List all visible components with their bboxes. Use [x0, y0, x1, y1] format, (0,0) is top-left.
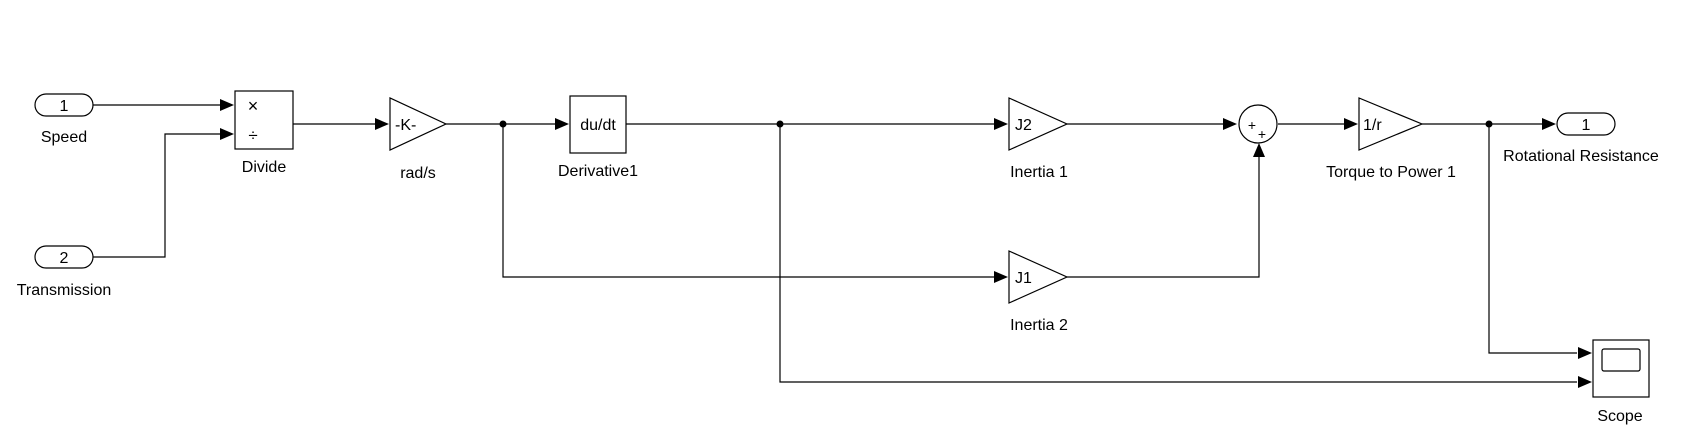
divide-block[interactable]: × ÷ Divide — [234, 90, 294, 176]
gain-shape — [1358, 97, 1424, 151]
gain-shape — [389, 97, 448, 151]
arrowhead — [220, 128, 234, 140]
inertia-shape — [1008, 97, 1069, 151]
arrowhead — [1542, 118, 1556, 130]
arrowhead — [994, 271, 1008, 283]
outport-label: Rotational Resistance — [1503, 148, 1659, 165]
outport-rotational-resistance[interactable]: 1 Rotational Resistance — [1503, 112, 1659, 165]
wire-transmission-to-divide[interactable] — [93, 133, 228, 258]
arrowhead — [375, 118, 389, 130]
torque-to-power-block[interactable]: 1/r Torque to Power 1 — [1326, 97, 1456, 181]
gain-rad-s-block[interactable]: -K- rad/s — [389, 97, 448, 182]
sum-shape — [1238, 104, 1278, 144]
inertia-label: Inertia 2 — [1010, 317, 1068, 334]
inertia-text: J2 — [1015, 117, 1032, 134]
inport-label: Transmission — [17, 282, 112, 299]
inertia-shape — [1008, 250, 1069, 304]
torque-label: Torque to Power 1 — [1326, 164, 1456, 181]
sum-block[interactable]: + + — [1238, 104, 1278, 144]
inport-speed[interactable]: 1 Speed — [34, 93, 94, 146]
arrowhead — [1578, 347, 1592, 359]
inport-label: Speed — [41, 129, 87, 146]
multiply-sign: × — [248, 96, 259, 116]
outport-shape — [1556, 112, 1616, 136]
gain-text: 1/r — [1363, 117, 1382, 134]
arrowhead — [1344, 118, 1358, 130]
inertia-2-block[interactable]: J1 Inertia 2 — [1008, 250, 1069, 334]
wire-inertia2-to-sum[interactable] — [1067, 148, 1260, 278]
sum-sign-left: + — [1248, 117, 1256, 133]
branch-point — [1485, 120, 1493, 128]
inport-number: 2 — [60, 250, 69, 267]
derivative-label: Derivative1 — [558, 163, 638, 180]
outport-number: 1 — [1582, 117, 1591, 134]
arrowhead — [994, 118, 1008, 130]
inertia-1-block[interactable]: J2 Inertia 1 — [1008, 97, 1069, 181]
arrowhead — [1578, 376, 1592, 388]
arrowhead — [555, 118, 569, 130]
gain-label: rad/s — [400, 165, 436, 182]
divide-sign: ÷ — [248, 126, 257, 145]
scope-label: Scope — [1597, 408, 1642, 425]
derivative-text: du/dt — [580, 117, 616, 134]
branch-point — [499, 120, 507, 128]
inertia-label: Inertia 1 — [1010, 164, 1068, 181]
branch-point — [776, 120, 784, 128]
inport-transmission[interactable]: 2 Transmission — [17, 245, 112, 299]
arrowhead — [1253, 143, 1265, 157]
derivative-shape — [569, 95, 627, 154]
scope-block[interactable]: Scope — [1592, 339, 1650, 425]
gain-text: -K- — [395, 117, 416, 134]
wire-branch-to-inertia2[interactable] — [502, 124, 998, 278]
wire-branch-to-scope-top[interactable] — [1488, 124, 1577, 354]
arrowhead — [220, 99, 234, 111]
wire-branch-to-scope[interactable] — [779, 124, 1577, 383]
sum-sign-bottom: + — [1258, 126, 1266, 142]
inport-shape — [34, 245, 94, 269]
inport-number: 1 — [60, 98, 69, 115]
scope-screen-icon — [1601, 348, 1641, 372]
derivative-block[interactable]: du/dt Derivative1 — [558, 95, 638, 180]
divide-label: Divide — [242, 159, 287, 176]
arrowhead — [1223, 118, 1237, 130]
inport-shape — [34, 93, 94, 117]
divide-shape — [234, 90, 294, 150]
inertia-text: J1 — [1015, 270, 1032, 287]
